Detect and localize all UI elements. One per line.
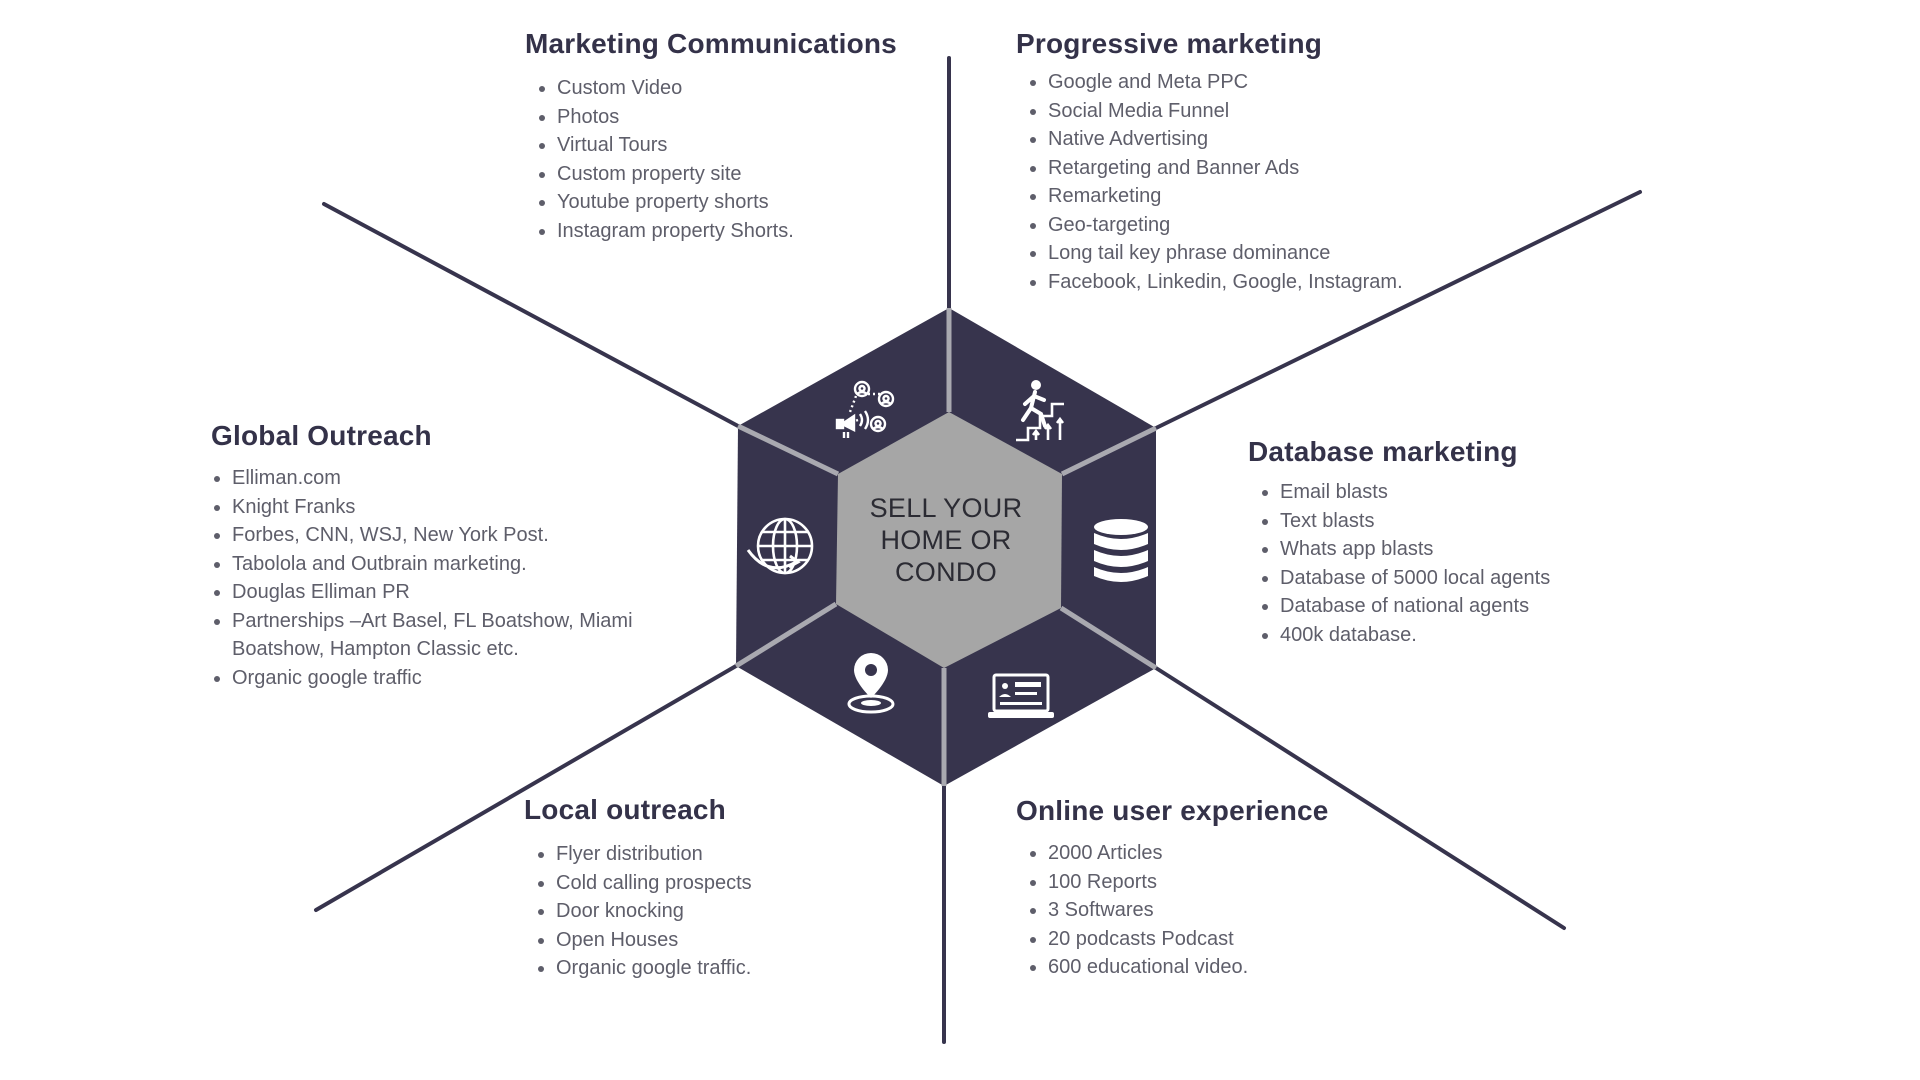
list-item: 20 podcasts Podcast [1048, 925, 1329, 954]
section-title: Local outreach [524, 794, 726, 825]
section-marketing-communications: Marketing Communications Custom Video Ph… [525, 28, 897, 245]
list-item: Database of 5000 local agents [1280, 564, 1550, 593]
section-global-outreach: Global Outreach Elliman.com Knight Frank… [211, 420, 671, 692]
section-list: Google and Meta PPC Social Media Funnel … [1016, 68, 1403, 296]
section-online-user-experience: Online user experience 2000 Articles 100… [1016, 795, 1329, 982]
list-item: Native Advertising [1048, 125, 1403, 154]
center-label: SELL YOUR HOME OR CONDO [853, 492, 1039, 588]
laptop-profile-icon [988, 673, 1054, 718]
marketing-network-icon [835, 380, 895, 438]
list-item: Organic google traffic [232, 664, 671, 693]
list-item: Whats app blasts [1280, 535, 1550, 564]
section-list: Custom Video Photos Virtual Tours Custom… [525, 74, 897, 245]
list-item: Forbes, CNN, WSJ, New York Post. [232, 521, 671, 550]
spoke-top-right [1154, 190, 1642, 430]
globe-icon [746, 517, 814, 575]
section-title: Online user experience [1016, 795, 1329, 826]
spoke-top-left [322, 202, 740, 428]
list-item: Facebook, Linkedin, Google, Instagram. [1048, 268, 1403, 297]
list-item: Open Houses [556, 926, 752, 955]
list-item: Flyer distribution [556, 840, 752, 869]
section-local-outreach: Local outreach Flyer distribution Cold c… [524, 794, 752, 983]
list-item: Cold calling prospects [556, 869, 752, 898]
climbing-stairs-icon [1016, 380, 1065, 442]
list-item: Organic google traffic. [556, 954, 752, 983]
divider-top-right [1060, 425, 1158, 477]
list-item: Remarketing [1048, 182, 1403, 211]
list-item: Custom Video [557, 74, 897, 103]
list-item: Photos [557, 103, 897, 132]
spoke-bottom-left [314, 664, 738, 912]
divider-bottom-right [1059, 605, 1158, 671]
section-database-marketing: Database marketing Email blasts Text bla… [1248, 436, 1550, 649]
section-title: Progressive marketing [1016, 28, 1323, 59]
list-item: Google and Meta PPC [1048, 68, 1403, 97]
list-item: Email blasts [1280, 478, 1550, 507]
list-item: Knight Franks [232, 493, 671, 522]
list-item: Long tail key phrase dominance [1048, 239, 1403, 268]
list-item: Tabolola and Outbrain marketing. [232, 550, 671, 579]
list-item: Social Media Funnel [1048, 97, 1403, 126]
section-title: Global Outreach [211, 420, 432, 451]
center-line: SELL YOUR [869, 493, 1023, 523]
list-item: Instagram property Shorts. [557, 217, 897, 246]
section-progressive-marketing: Progressive marketing Google and Meta PP… [1016, 28, 1403, 296]
list-item: Youtube property shorts [557, 188, 897, 217]
location-pin-icon [847, 653, 895, 714]
divider-top-left [736, 423, 840, 477]
section-title: Database marketing [1248, 436, 1518, 467]
list-item: Geo-targeting [1048, 211, 1403, 240]
list-item: Douglas Elliman PR [232, 578, 671, 607]
center-hexagon [836, 412, 1062, 668]
list-item: Database of national agents [1280, 592, 1550, 621]
divider-bottom-left [734, 601, 838, 669]
list-item: Retargeting and Banner Ads [1048, 154, 1403, 183]
list-item: 100 Reports [1048, 868, 1329, 897]
list-item: 600 educational video. [1048, 953, 1329, 982]
list-item: 3 Softwares [1048, 896, 1329, 925]
list-item: 400k database. [1280, 621, 1550, 650]
section-list: 2000 Articles 100 Reports 3 Softwares 20… [1016, 839, 1329, 982]
section-title: Marketing Communications [525, 28, 897, 59]
section-list: Flyer distribution Cold calling prospect… [524, 840, 752, 983]
center-line: CONDO [895, 557, 997, 587]
list-item: Partnerships –Art Basel, FL Boatshow, Mi… [232, 607, 671, 664]
list-item: Text blasts [1280, 507, 1550, 536]
list-item: Virtual Tours [557, 131, 897, 160]
list-item: Custom property site [557, 160, 897, 189]
database-icon [1094, 519, 1148, 582]
list-item: 2000 Articles [1048, 839, 1329, 868]
spoke-bottom-right [1154, 666, 1566, 930]
list-item: Door knocking [556, 897, 752, 926]
center-line: HOME OR [880, 525, 1012, 555]
section-list: Elliman.com Knight Franks Forbes, CNN, W… [211, 464, 671, 692]
list-item: Elliman.com [232, 464, 671, 493]
section-list: Email blasts Text blasts Whats app blast… [1248, 478, 1550, 649]
